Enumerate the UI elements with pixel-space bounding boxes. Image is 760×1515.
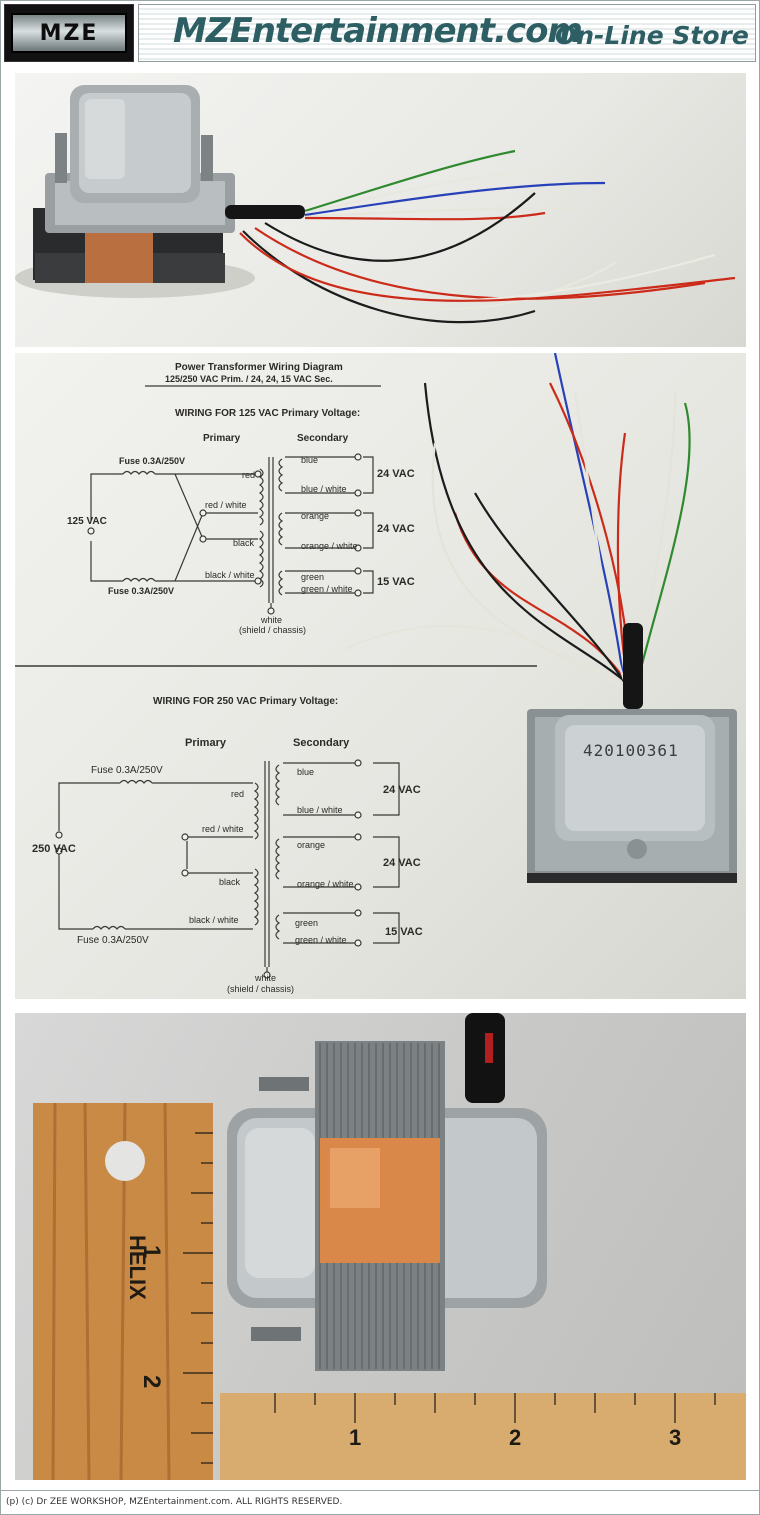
- fuse-bottom-125: Fuse 0.3A/250V: [108, 586, 175, 596]
- ruler-mark-1-horizontal: 1: [349, 1425, 362, 1450]
- input-voltage-125: 125 VAC: [67, 516, 107, 527]
- site-name: MZEntertainment.com: [173, 11, 583, 51]
- secondary-label-125: Secondary: [297, 433, 349, 444]
- output-15vac-125: 15 VAC: [377, 576, 415, 588]
- heading-250: WIRING FOR 250 VAC Primary Voltage:: [153, 696, 339, 707]
- logo-text: MZE: [39, 20, 99, 46]
- copyright-notice: (p) (c) Dr ZEE WORKSHOP, MZEntertainment…: [6, 1497, 343, 1507]
- input-voltage-250: 250 VAC: [32, 843, 76, 855]
- output-15vac-250: 15 VAC: [385, 926, 423, 938]
- store-label: On-Line Store: [555, 21, 749, 50]
- part-number-stamp: 420100361: [583, 741, 679, 760]
- mze-logo[interactable]: MZE: [4, 4, 134, 62]
- wire-green-250: green: [295, 918, 319, 928]
- shield-note-250: (shield / chassis): [227, 984, 295, 994]
- fuse-top-250: Fuse 0.3A/250V: [91, 765, 163, 776]
- wire-orange-white-250: orange / white: [297, 879, 354, 889]
- wire-black-250: black: [219, 877, 241, 887]
- ruler-mark-2-vertical: 2: [138, 1375, 165, 1389]
- primary-label-250: Primary: [185, 737, 226, 749]
- wire-red-250: red: [231, 789, 245, 799]
- wire-orange-250: orange: [297, 840, 326, 850]
- diagram-subtitle: 125/250 VAC Prim. / 24, 24, 15 VAC Sec.: [165, 374, 333, 384]
- output-24vac-2-125: 24 VAC: [377, 523, 415, 535]
- wire-blue-125: blue: [301, 455, 319, 465]
- shield-wire-250: white: [255, 973, 277, 983]
- footer-divider: [0, 1490, 760, 1491]
- wiring-diagram-lines: [15, 353, 737, 979]
- output-24vac-1-250: 24 VAC: [383, 784, 421, 796]
- secondary-label-250: Secondary: [293, 737, 350, 749]
- wire-blue-white-125: blue / white: [301, 484, 347, 494]
- logo-badge: MZE: [11, 13, 127, 53]
- wire-green-125: green: [301, 572, 325, 582]
- transformer-leads-illustration: [15, 85, 736, 324]
- ruler-mark-1-vertical: 1: [138, 1245, 165, 1259]
- fuse-bottom-250: Fuse 0.3A/250V: [77, 935, 149, 946]
- wire-orange-white-125: orange / white: [301, 541, 358, 551]
- fuse-top-125: Fuse 0.3A/250V: [119, 456, 186, 466]
- wire-red-white-250: red / white: [202, 824, 244, 834]
- shield-note-125: (shield / chassis): [239, 625, 307, 635]
- wire-black-125: black: [233, 538, 255, 548]
- wire-red-125: red: [242, 470, 256, 480]
- wire-black-white-250: black / white: [189, 915, 239, 925]
- wire-blue-250: blue: [297, 767, 315, 777]
- photo-wiring-diagram: Power Transformer Wiring Diagram 125/250…: [15, 353, 746, 999]
- primary-label-125: Primary: [203, 433, 241, 444]
- transformer-ruler-illustration: [33, 1013, 746, 1480]
- site-banner[interactable]: MZEntertainment.com On-Line Store: [138, 4, 756, 62]
- wire-green-white-125: green / white: [301, 584, 353, 594]
- wire-green-white-250: green / white: [295, 935, 347, 945]
- photo-transformer-ruler: HELIX 1 2 1 2 3: [15, 1013, 746, 1480]
- output-24vac-1-125: 24 VAC: [377, 468, 415, 480]
- heading-125: WIRING FOR 125 VAC Primary Voltage:: [175, 408, 361, 419]
- output-24vac-2-250: 24 VAC: [383, 857, 421, 869]
- shield-wire-125: white: [261, 615, 283, 625]
- wire-orange-125: orange: [301, 511, 330, 521]
- photo-transformer-leads: [15, 73, 746, 347]
- diagram-title: Power Transformer Wiring Diagram: [175, 362, 343, 373]
- ruler-mark-3-horizontal: 3: [669, 1425, 682, 1450]
- wire-red-white-125: red / white: [205, 500, 247, 510]
- ruler-mark-2-horizontal: 2: [509, 1425, 522, 1450]
- wire-blue-white-250: blue / white: [297, 805, 343, 815]
- wire-black-white-125: black / white: [205, 570, 255, 580]
